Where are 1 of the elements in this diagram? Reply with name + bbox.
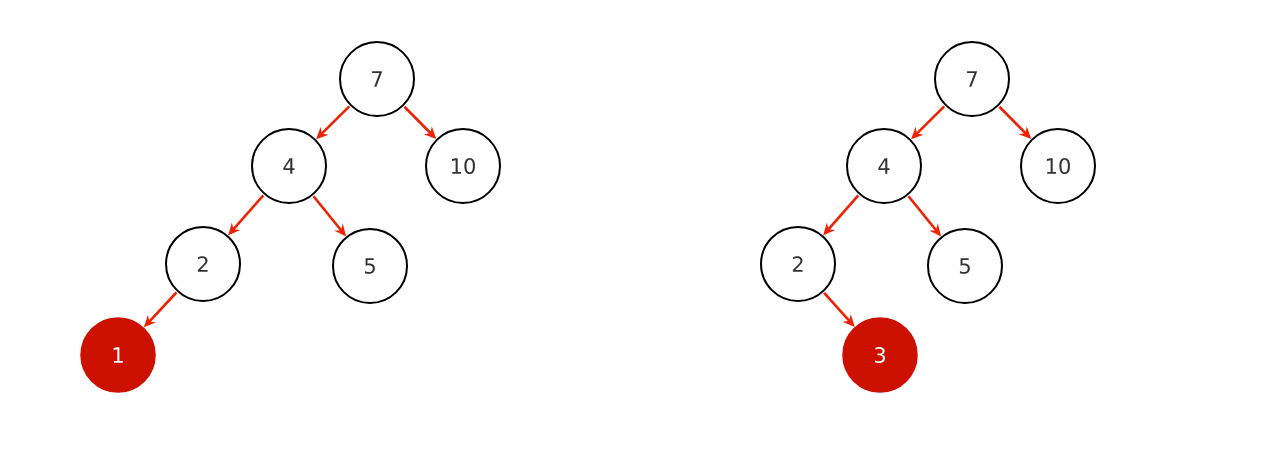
arrow xyxy=(823,292,855,327)
